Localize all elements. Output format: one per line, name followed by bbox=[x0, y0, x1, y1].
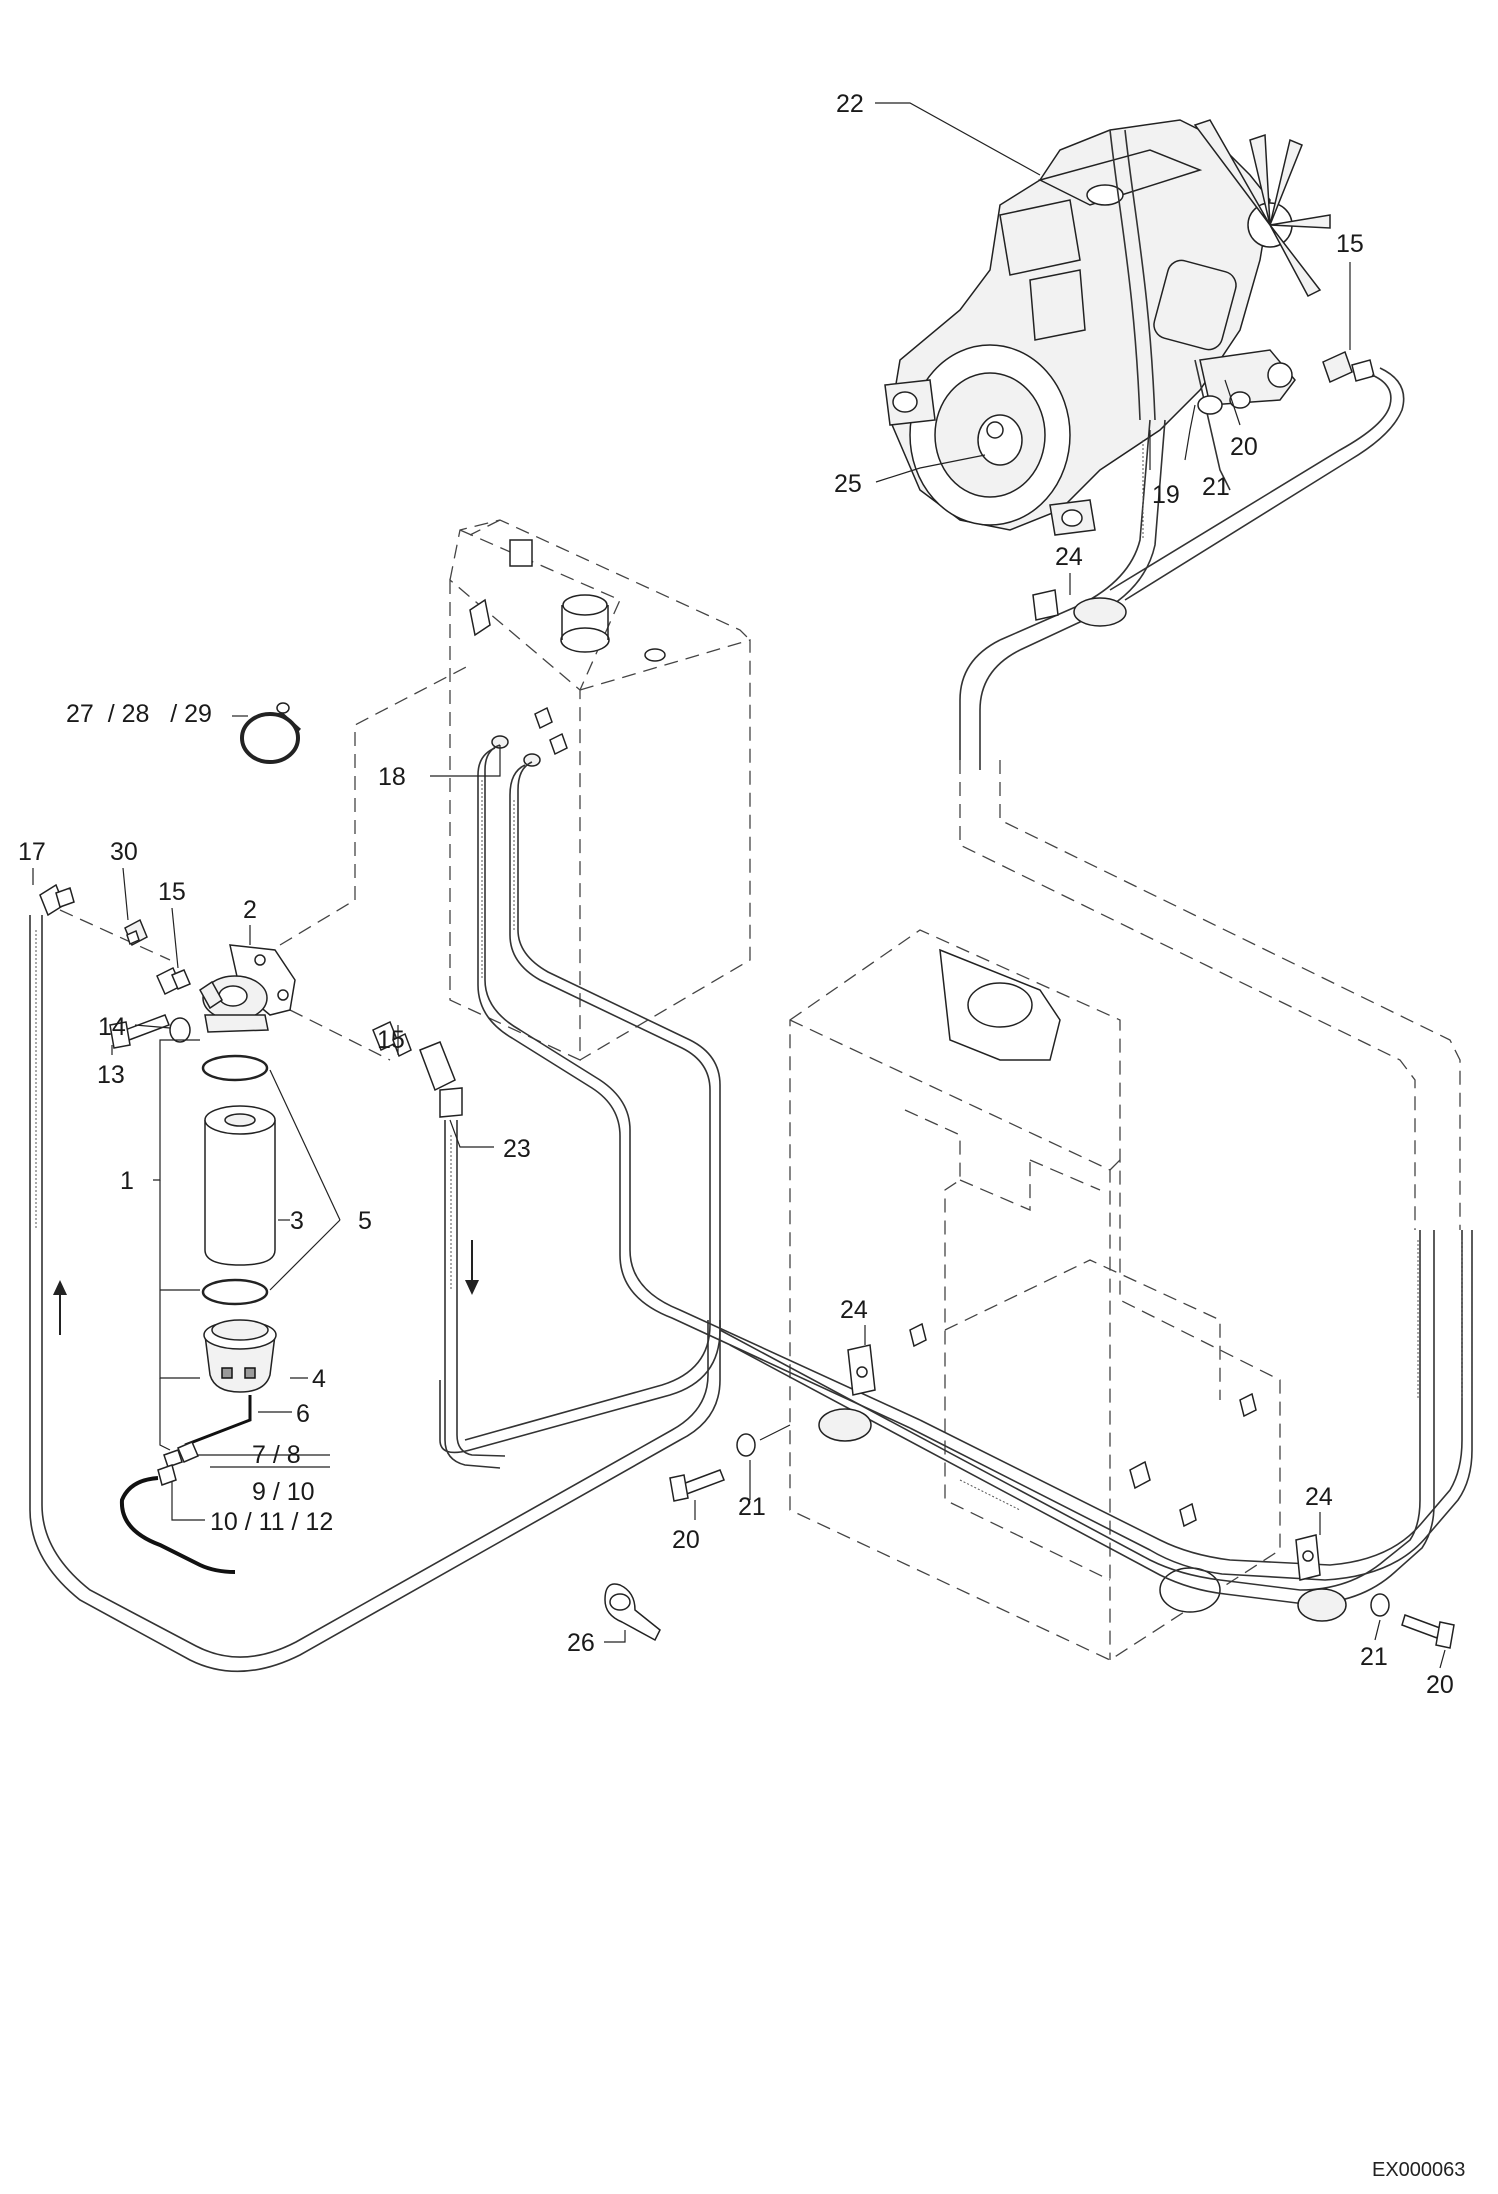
bolt-washer-right bbox=[1370, 1593, 1455, 1649]
callout-25: 25 bbox=[834, 470, 862, 498]
callout-22: 22 bbox=[836, 90, 864, 118]
callout-20-mid: 20 bbox=[672, 1526, 700, 1554]
callout-20-right: 20 bbox=[1426, 1671, 1454, 1699]
lower-hoses bbox=[719, 1230, 1473, 1605]
hydraulic-tank-phantom bbox=[449, 519, 751, 1062]
hose-17 bbox=[29, 883, 721, 1673]
callout-1: 1 bbox=[120, 1167, 134, 1195]
callout-6: 6 bbox=[296, 1400, 310, 1428]
bolt-washer-mid bbox=[669, 1424, 791, 1502]
callout-15-right: 15 bbox=[377, 1026, 405, 1054]
callout-2: 2 bbox=[243, 896, 257, 924]
bolt-13 bbox=[109, 1014, 170, 1049]
fan bbox=[1193, 119, 1331, 297]
sensor-cable-6 bbox=[184, 1395, 252, 1447]
callout-24-right: 24 bbox=[1305, 1483, 1333, 1511]
callout-5: 5 bbox=[358, 1207, 372, 1235]
drain-hose-10-12 bbox=[119, 1464, 236, 1574]
frame-bracket bbox=[904, 948, 1257, 1613]
washer-14 bbox=[169, 1017, 191, 1043]
fuel-tank-phantom bbox=[789, 929, 1281, 1661]
callout-15-filter: 15 bbox=[158, 878, 186, 906]
callout-21-right: 21 bbox=[1360, 1643, 1388, 1671]
flow-arrow-up bbox=[53, 1280, 67, 1335]
callout-18: 18 bbox=[378, 763, 406, 791]
clamp-24-right bbox=[1295, 1534, 1347, 1622]
tank-fittings bbox=[491, 706, 568, 767]
filter-cartridge-3 bbox=[204, 1105, 276, 1266]
drawing-code: EX000063 bbox=[1372, 2159, 1465, 2181]
dashed-route-right bbox=[959, 760, 1461, 1230]
callout-24-mid: 24 bbox=[840, 1296, 868, 1324]
engine-assembly bbox=[884, 119, 1375, 536]
callout-30: 30 bbox=[110, 838, 138, 866]
hose-clip-27-29 bbox=[240, 702, 302, 764]
filter-head-2 bbox=[199, 944, 296, 1033]
callout-26: 26 bbox=[567, 1629, 595, 1657]
callout-15-engine: 15 bbox=[1336, 230, 1364, 258]
hose-23 bbox=[419, 1041, 506, 1469]
callout-19: 19 bbox=[1152, 481, 1180, 509]
flow-arrow-down bbox=[465, 1240, 479, 1295]
callout-3: 3 bbox=[290, 1207, 304, 1235]
tank-hoses bbox=[439, 744, 921, 1454]
callout-7-8: 7 / 8 bbox=[252, 1441, 301, 1469]
fitting-7-10 bbox=[163, 1441, 199, 1468]
callout-9-10: 9 / 10 bbox=[252, 1478, 315, 1506]
callout-17: 17 bbox=[18, 838, 46, 866]
callouts: 22 15 20 21 19 25 24 27 / 28 / 29 18 17 … bbox=[18, 90, 1454, 1699]
callout-20-engine: 20 bbox=[1230, 433, 1258, 461]
clamp-24-mid bbox=[818, 1344, 876, 1442]
callout-23: 23 bbox=[503, 1135, 531, 1163]
o-ring-5-bottom bbox=[201, 1278, 269, 1306]
callout-27-28-29: 27 / 28 / 29 bbox=[66, 700, 212, 728]
fitting-30 bbox=[124, 918, 148, 947]
callout-21-engine: 21 bbox=[1202, 473, 1230, 501]
callout-21-mid: 21 bbox=[738, 1493, 766, 1521]
clamp-24-top bbox=[1032, 589, 1127, 627]
dashed-link-filter-tank bbox=[59, 664, 471, 1061]
clip-26 bbox=[604, 1583, 661, 1642]
water-separator-bowl-4 bbox=[203, 1319, 277, 1393]
callout-13: 13 bbox=[97, 1061, 125, 1089]
fitting-15-filter bbox=[156, 966, 191, 996]
leader-lines bbox=[32, 102, 1446, 1669]
callout-24-top: 24 bbox=[1055, 543, 1083, 571]
callout-10-11-12: 10 / 11 / 12 bbox=[210, 1508, 333, 1536]
o-ring-5-top bbox=[201, 1054, 269, 1082]
callout-4: 4 bbox=[312, 1365, 326, 1393]
callout-14: 14 bbox=[98, 1013, 126, 1041]
